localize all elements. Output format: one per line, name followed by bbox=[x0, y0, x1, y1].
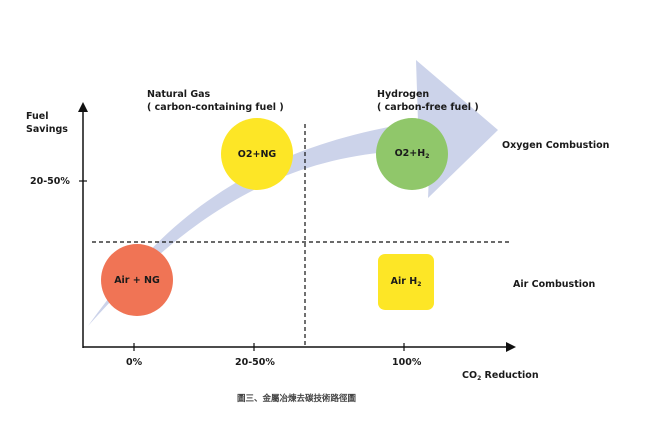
air-combustion-label: Air Combustion bbox=[513, 279, 596, 290]
node-o2-h2-label-main: O2+H bbox=[394, 148, 426, 159]
node-air-h2-label: Air H2 bbox=[391, 276, 422, 288]
oxygen-combustion-label: Oxygen Combustion bbox=[502, 140, 610, 151]
x-axis-arrowhead bbox=[506, 342, 516, 352]
natural-gas-subtitle: ( carbon-containing fuel ) bbox=[147, 102, 284, 113]
node-o2-h2: O2+H2 bbox=[376, 118, 448, 190]
node-air-h2-label-main: Air H bbox=[390, 276, 418, 287]
y-tick-label: 20-50% bbox=[30, 176, 70, 187]
x-axis-label: CO2 Reduction bbox=[462, 369, 539, 385]
hydrogen-header: Hydrogen ( carbon-free fuel ) bbox=[377, 88, 479, 114]
x-axis-label-sub: 2 bbox=[477, 375, 482, 382]
natural-gas-header: Natural Gas ( carbon-containing fuel ) bbox=[147, 88, 284, 114]
hydrogen-title: Hydrogen bbox=[377, 89, 430, 100]
node-air-ng: Air + NG bbox=[101, 244, 173, 316]
hydrogen-subtitle: ( carbon-free fuel ) bbox=[377, 102, 479, 113]
node-o2-ng: O2+NG bbox=[221, 118, 293, 190]
figure-caption: 圖三、金屬冶煉去碳技術路徑圖 bbox=[237, 394, 357, 404]
y-axis-arrowhead bbox=[78, 102, 88, 112]
x-tick-label-2: 100% bbox=[392, 357, 422, 368]
natural-gas-title: Natural Gas bbox=[147, 89, 211, 100]
x-tick-label-1: 20-50% bbox=[235, 357, 275, 368]
x-axis-label-prefix: CO bbox=[462, 370, 478, 381]
node-air-h2: Air H2 bbox=[378, 254, 434, 310]
x-axis-label-suffix: Reduction bbox=[481, 370, 539, 381]
node-o2-h2-label: O2+H2 bbox=[395, 148, 430, 160]
y-axis-label-line1: Fuel bbox=[26, 111, 49, 122]
node-air-ng-label: Air + NG bbox=[114, 274, 160, 286]
node-o2-h2-label-sub: 2 bbox=[425, 153, 430, 160]
y-axis-label: Fuel Savings bbox=[26, 110, 68, 136]
x-tick-label-0: 0% bbox=[126, 357, 143, 368]
y-axis-label-line2: Savings bbox=[26, 124, 68, 135]
node-o2-ng-label: O2+NG bbox=[237, 148, 277, 160]
node-air-h2-label-sub: 2 bbox=[417, 281, 422, 288]
